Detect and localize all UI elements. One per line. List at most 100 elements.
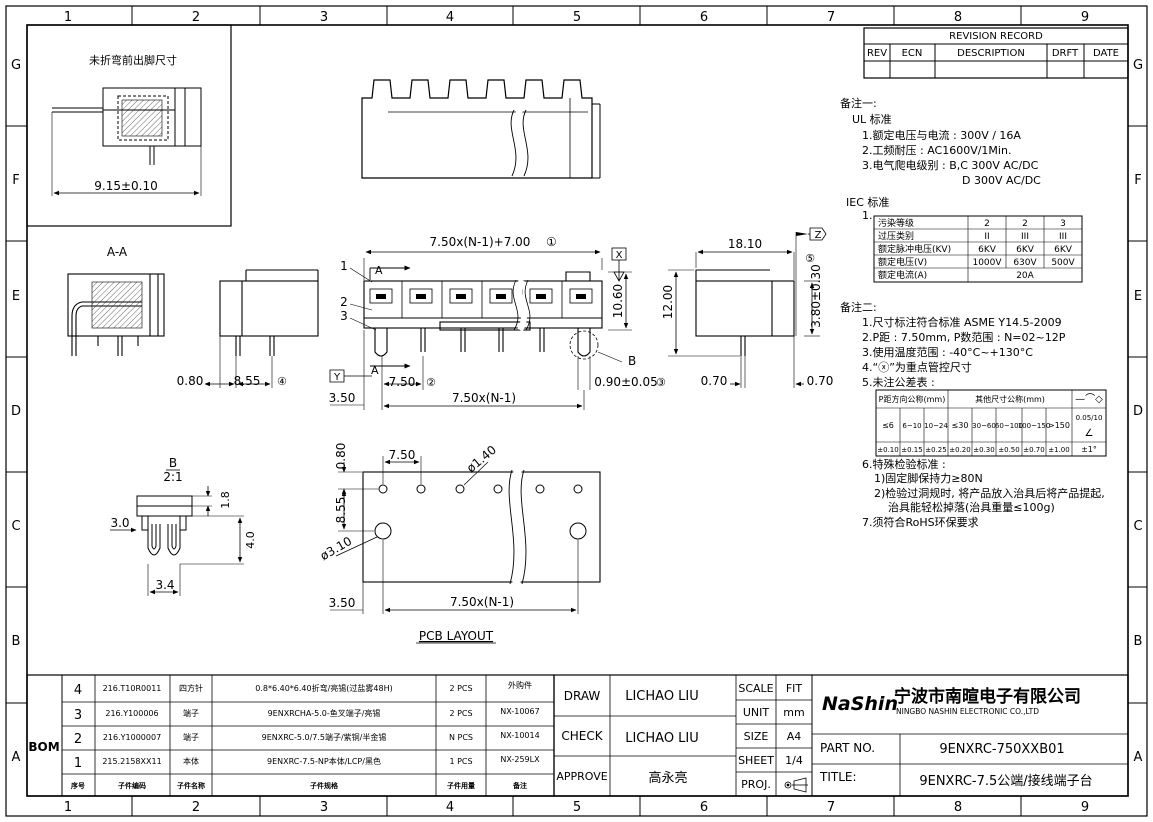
row-label: B <box>1134 634 1143 649</box>
tol-cell: ≤6 <box>882 421 894 430</box>
scale-value: FIT <box>786 682 803 695</box>
bom-code: 215.2158XX11 <box>102 757 161 766</box>
tol-cell: 100~150 <box>1018 422 1051 430</box>
bom-desc: 0.8*6.40*6.40折弯/亮锡(过盐雾48H) <box>255 683 392 693</box>
iec-cell: 过压类别 <box>878 230 914 242</box>
row-label: C <box>1133 519 1142 534</box>
row-label: A <box>1134 750 1143 765</box>
detail-mark-b: B <box>628 354 636 368</box>
dim-overall: 7.50x(N-1)+7.00 <box>430 235 531 249</box>
unit-value: mm <box>783 706 804 719</box>
note-head-2: 备注二: <box>840 300 877 314</box>
tol-cell: ≤30 <box>952 421 969 430</box>
callout-1: 1 <box>340 259 348 273</box>
iec-cell: 额定电流(A) <box>878 269 927 281</box>
iec-cell: 2 <box>1022 219 1028 229</box>
unit-label: UNIT <box>743 706 770 719</box>
approve-label: APPROVE <box>556 770 607 783</box>
company-name-cn: 宁波市南暄电子有限公司 <box>894 686 1081 707</box>
iec-cell: 2 <box>984 219 990 229</box>
col-label: 2 <box>192 800 200 815</box>
dim-label: 4.0 <box>244 531 257 549</box>
tol-cell: ±0.15 <box>901 446 922 454</box>
col-label: 5 <box>573 10 581 25</box>
dim-label: 1.8 <box>219 491 232 509</box>
note-head-1: 备注一: <box>840 96 877 110</box>
iec-cell: 污染等级 <box>878 217 914 229</box>
tol-header: 其他尺寸公称(mm) <box>975 394 1045 404</box>
bom-part: NX-10067 <box>500 707 539 716</box>
row-label: F <box>1134 173 1141 188</box>
callout-circle: ⑤ <box>805 252 815 265</box>
row-label: D <box>11 404 21 419</box>
dim-label: ø1.40 <box>464 443 499 476</box>
note-item: 治具能轻松掉落(治具重量≤100g) <box>888 500 1055 514</box>
tol-cell: ±0.25 <box>925 446 946 454</box>
bom-header: 子件编码 <box>118 781 146 790</box>
tol-symbol: —⌒◇ <box>1075 393 1103 405</box>
tol-cell: ±0.70 <box>1023 446 1044 454</box>
bom-part: NX-259LX <box>500 755 540 764</box>
tol-cell: ±0.10 <box>877 446 898 454</box>
detail-title: B <box>169 456 177 470</box>
bom-header: 子件名称 <box>177 781 205 790</box>
row-label: A <box>12 750 21 765</box>
title-value: 9ENXRC-7.5公端/接线端子台 <box>919 773 1092 789</box>
bom-no: 3 <box>74 708 82 723</box>
bom-no: 1 <box>74 756 82 771</box>
dim-label: 3.4 <box>155 578 174 592</box>
sheet-value: 1/4 <box>785 754 803 767</box>
bom-desc: 9ENXRCHA-5.0-鱼叉端子/亮锡 <box>268 708 381 718</box>
iec-cell: 20A <box>1016 271 1034 281</box>
dim-label: 7.50 <box>389 375 416 389</box>
tol-cell: 0.05/10 <box>1076 414 1103 422</box>
dim-label: 3.0 <box>110 516 129 530</box>
description-header: DESCRIPTION <box>957 48 1025 59</box>
iec-cell: 6KV <box>1016 245 1035 255</box>
iec-number: 1. <box>862 209 873 222</box>
col-label: 1 <box>64 800 72 815</box>
col-label: 2 <box>192 10 200 25</box>
front-view <box>363 271 603 360</box>
ul-note: 1.额定电压与电流 : 300V / 16A <box>862 128 1021 142</box>
note-item: 6.特殊检验标准 : <box>862 457 946 471</box>
iec-table: 污染等级 2 2 3 过压类别 II III III 额定脉冲电压(KV) 6K… <box>873 215 1083 283</box>
pcb-layout-title: PCB LAYOUT <box>419 629 494 643</box>
dim-label: 0.70 <box>807 374 834 388</box>
dim-label: 12.00 <box>661 285 675 319</box>
bom-header: 序号 <box>70 781 85 790</box>
section-a-a: A-A <box>67 245 165 356</box>
angle-symbol: ∠ <box>1085 428 1094 439</box>
tol-cell: 30~60 <box>972 422 996 430</box>
notes-block: 备注一: UL 标准 1.额定电压与电流 : 300V / 16A 2.工频耐压… <box>840 96 1107 529</box>
tol-cell: >150 <box>1048 421 1070 430</box>
bom-qty: N PCS <box>449 733 473 742</box>
callout-circle: ③ <box>656 376 666 389</box>
bom-no: 4 <box>74 683 82 698</box>
dim-label: 18.10 <box>728 237 762 251</box>
bom-no: 2 <box>74 732 82 747</box>
part-no-label: PART NO. <box>820 741 875 755</box>
col-label: 8 <box>954 10 962 25</box>
col-label: 7 <box>827 10 835 25</box>
iec-cell: III <box>1059 232 1067 242</box>
draw-label: DRAW <box>564 689 601 703</box>
drft-header: DRFT <box>1052 48 1079 59</box>
bom-name: 端子 <box>183 708 199 718</box>
row-label: D <box>1133 404 1143 419</box>
approve-name: 高永亮 <box>648 770 687 786</box>
callout-3: 3 <box>340 309 348 323</box>
tol-cell: 10~24 <box>924 422 948 430</box>
dim-label: 3.80±0.30 <box>809 264 823 328</box>
col-label: 1 <box>64 10 72 25</box>
col-label: 5 <box>573 800 581 815</box>
tol-cell: ±1° <box>1081 445 1097 454</box>
part-no-value: 9ENXRC-750XXB01 <box>939 742 1064 757</box>
datum-z: Z <box>815 230 822 241</box>
iec-cell: 额定脉冲电压(KV) <box>878 243 951 255</box>
pcb-layout-view: 7.50 ø1.40 0.80 8.55 ø3.10 3.50 7.50x(N-… <box>318 443 601 644</box>
row-label: E <box>1134 289 1142 304</box>
note-item: 2)检验过洞规时, 将产品放入治具后将产品提起, <box>874 486 1105 500</box>
datum-x: X <box>616 250 623 261</box>
tol-cell: ±1.00 <box>1048 446 1069 454</box>
